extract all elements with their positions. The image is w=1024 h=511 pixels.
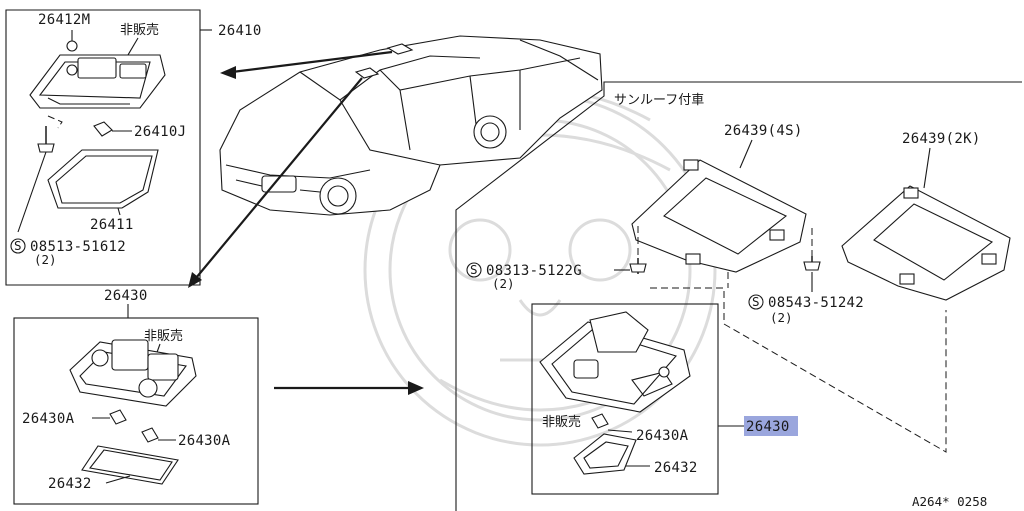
lamp-26430-frame: [13, 317, 259, 505]
s-circle-icon: [10, 238, 26, 254]
label-26430A-left-1: 26430A: [22, 411, 75, 427]
highlight-26430[interactable]: [744, 416, 798, 436]
lamp-26410-part[interactable]: [29, 40, 166, 109]
label-26432-right: 26432: [654, 460, 698, 476]
label-26430A-left-2: 26430A: [178, 433, 231, 449]
screw-A-part[interactable]: [37, 126, 55, 153]
lens-26432-left[interactable]: [81, 445, 179, 485]
lamp-26410-frame: [5, 9, 201, 286]
label-26439-2K: 26439(2K): [902, 131, 981, 147]
screw-B-symbol: S: [470, 262, 478, 277]
label-screw-A-qty: (2): [34, 252, 57, 267]
label-26432-left: 26432: [48, 476, 92, 492]
label-screw-C-qty: (2): [770, 310, 793, 325]
lamp-26430-left-group: 26430 非販売 26430A 26430A 26432: [13, 288, 259, 505]
label-26430-right[interactable]: 26430: [746, 419, 790, 435]
bulb-26430A-right[interactable]: [591, 413, 609, 429]
lens-26432-right[interactable]: [573, 433, 637, 475]
sunroof-title: サンルーフ付車: [614, 93, 704, 108]
label-not-for-sale-2: 非販売: [144, 328, 183, 344]
label-26430A-right: 26430A: [636, 428, 689, 444]
label-26411: 26411: [90, 217, 134, 233]
label-not-for-sale-1: 非販売: [120, 22, 159, 38]
lamp-26430-right-frame: [531, 303, 719, 495]
bulb-26430A-left-1[interactable]: [109, 409, 127, 425]
label-screw-A-part: 08513-51612: [30, 239, 126, 255]
lamp-26430-right-part[interactable]: [539, 311, 691, 413]
lamp-26410-group: 26412M 非販売 26410 26410J: [5, 9, 262, 286]
sunroof-section-border: [455, 81, 1022, 511]
bulb-26430A-left-2[interactable]: [141, 427, 159, 443]
screw-C-symbol: S: [752, 294, 760, 309]
callout-arrows: [188, 50, 424, 395]
label-screw-B-part: 08313-5122G: [486, 263, 582, 279]
label-26439-4S: 26439(4S): [724, 123, 803, 139]
lamp-26430-left-part[interactable]: [69, 339, 197, 407]
label-26412M: 26412M: [38, 12, 90, 28]
s-circle-icon: [748, 294, 764, 310]
bulb-26410J[interactable]: [93, 121, 113, 137]
bracket-26439-2K[interactable]: [841, 185, 1011, 301]
label-26430-left: 26430: [104, 288, 148, 304]
lens-26411[interactable]: [47, 149, 159, 209]
bracket-26439-4S[interactable]: [631, 159, 807, 273]
diagram-code: A264* 0258: [912, 494, 987, 509]
label-not-for-sale-3: 非販売: [542, 414, 581, 430]
vehicle-illustration[interactable]: [219, 35, 603, 216]
screw-A-symbol: S: [14, 238, 22, 253]
label-26410J: 26410J: [134, 124, 186, 140]
label-screw-C-part: 08543-51242: [768, 295, 864, 311]
sunroof-section: サンルーフ付車 26439(4S) 26439(2K): [455, 81, 1022, 511]
screw-B-part[interactable]: [629, 226, 647, 274]
label-26410: 26410: [218, 23, 262, 39]
label-screw-B-qty: (2): [492, 276, 515, 291]
screw-C-part[interactable]: [803, 228, 821, 271]
s-circle-icon: [466, 262, 482, 278]
